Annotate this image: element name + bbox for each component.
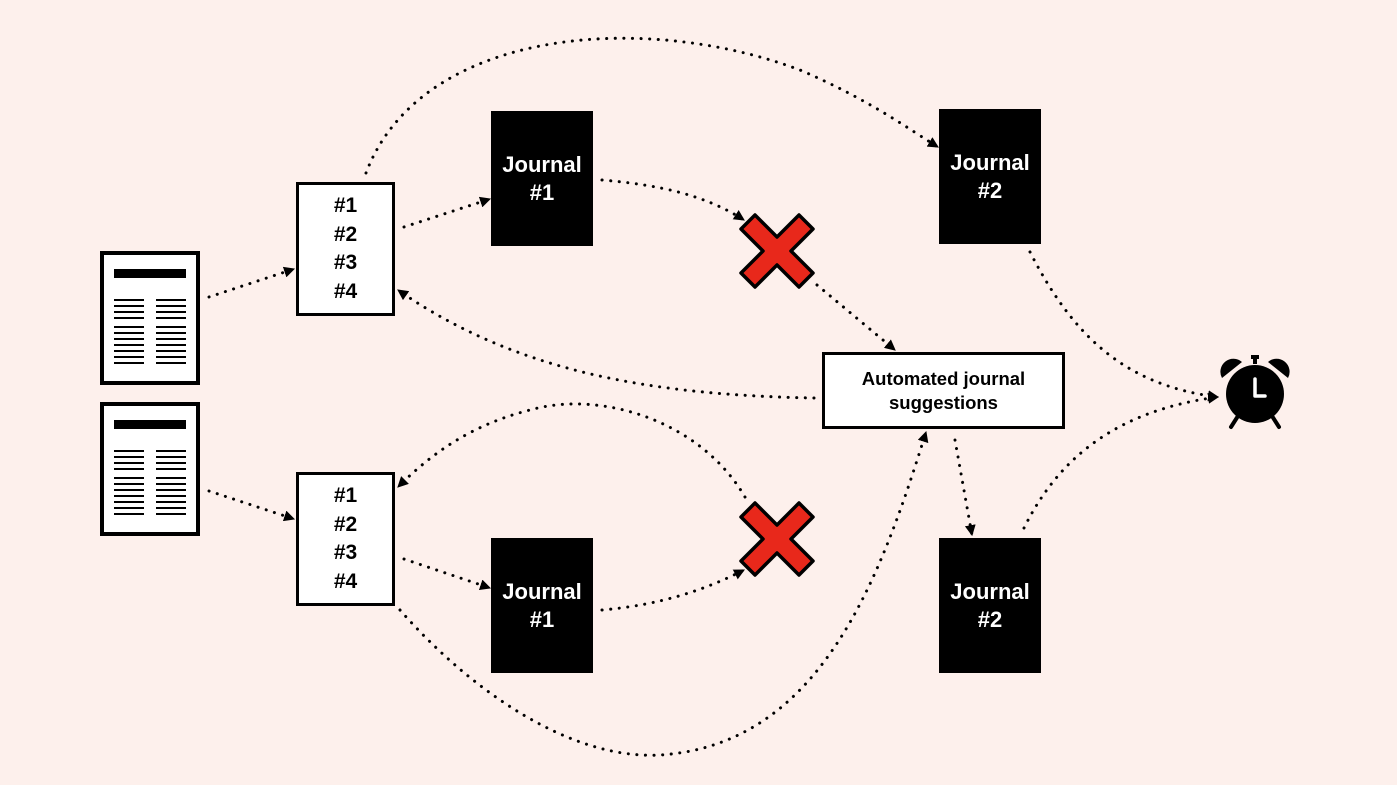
arrow-ranked-top-to-journal-top-1 bbox=[402, 196, 492, 229]
journal-bottom-1: Journal #1 bbox=[491, 538, 593, 673]
paper-top-document-icon bbox=[100, 251, 200, 385]
arrow-reject-top-to-suggestions bbox=[815, 283, 897, 352]
arrow-ranked-bottom-to-journal-bottom-1 bbox=[402, 557, 492, 591]
rank-item: #1 bbox=[333, 484, 358, 507]
rejection-x-icon bbox=[739, 213, 815, 289]
rejection-x-icon bbox=[739, 501, 815, 577]
arrow-journal-top-2-to-clock bbox=[1028, 250, 1220, 402]
automated-suggestions-box: Automated journal suggestions bbox=[822, 352, 1065, 429]
rank-item: #1 bbox=[333, 194, 358, 217]
arrow-paper-top-to-ranked-top bbox=[207, 266, 296, 299]
arrow-journal-bottom-1-to-reject-bottom bbox=[600, 568, 746, 612]
arrow-journal-top-1-to-reject-top bbox=[600, 178, 746, 222]
alarm-clock-icon bbox=[1218, 354, 1292, 430]
document-icon bbox=[114, 420, 186, 515]
arrow-suggestions-to-journal-bottom-2 bbox=[953, 438, 976, 537]
journal-bottom-2: Journal #2 bbox=[939, 538, 1041, 673]
arrow-reject-bottom-to-ranked-bottom bbox=[396, 402, 747, 499]
ranked-list-top: #1 #2 #3 #4 bbox=[296, 182, 395, 316]
journal-label: Journal bbox=[502, 151, 582, 177]
suggestions-label-line1: Automated journal bbox=[861, 367, 1026, 389]
journal-label: Journal bbox=[502, 578, 582, 604]
journal-top-1: Journal #1 bbox=[491, 111, 593, 246]
rank-item: #3 bbox=[333, 541, 358, 564]
arrow-ranked-top-to-journal-top-2 bbox=[364, 36, 940, 175]
arrow-paper-bottom-to-ranked-bottom bbox=[207, 489, 296, 522]
journal-label: Journal bbox=[950, 149, 1030, 175]
journal-rank: #2 bbox=[977, 177, 1003, 203]
journal-rank: #2 bbox=[977, 606, 1003, 632]
reject-top-x-icon bbox=[737, 211, 817, 291]
reject-bottom-x-icon bbox=[737, 499, 817, 579]
arrow-ranked-bottom-to-suggestions bbox=[398, 430, 929, 757]
ranked-list-bottom: #1 #2 #3 #4 bbox=[296, 472, 395, 606]
rank-item: #4 bbox=[333, 279, 358, 303]
journal-top-2: Journal #2 bbox=[939, 109, 1041, 244]
journal-label: Journal bbox=[950, 578, 1030, 604]
suggestions-label-line2: suggestions bbox=[889, 391, 998, 413]
rank-item: #3 bbox=[333, 251, 358, 274]
paper-bottom-document-icon bbox=[100, 402, 200, 536]
journal-rank: #1 bbox=[529, 179, 555, 205]
rank-item: #2 bbox=[333, 222, 358, 246]
rank-item: #4 bbox=[333, 569, 358, 593]
arrow-suggestions-to-ranked-top bbox=[396, 288, 816, 400]
journal-rank: #1 bbox=[529, 606, 555, 632]
rank-item: #2 bbox=[333, 512, 358, 536]
document-icon bbox=[114, 269, 186, 364]
